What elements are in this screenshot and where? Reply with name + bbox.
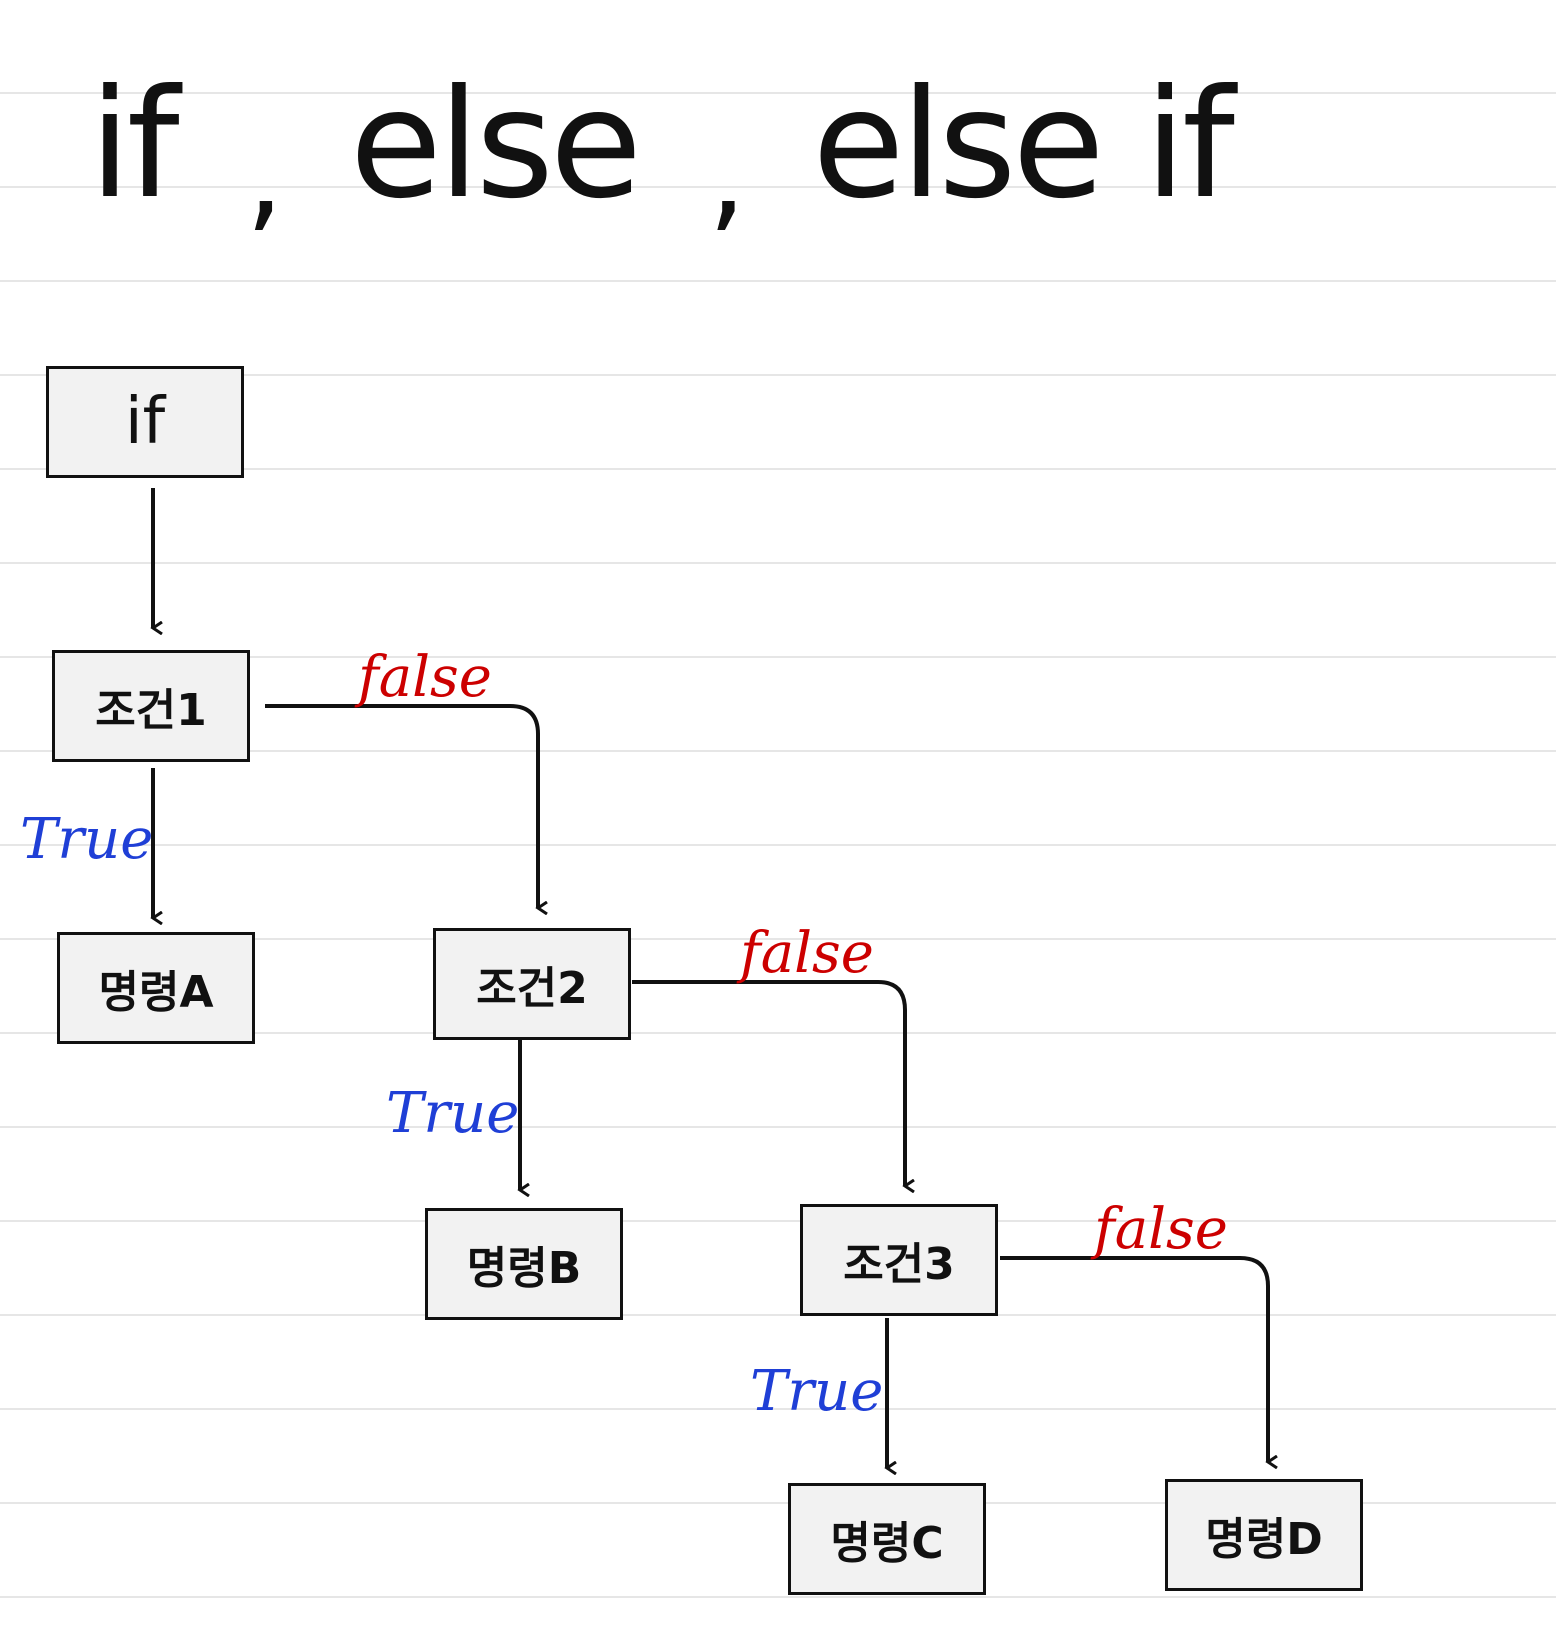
edge-label-false-3: false — [1090, 1197, 1228, 1262]
edge-cond1-false — [265, 704, 538, 908]
title-else-if: else if — [812, 58, 1235, 232]
edge-label-true-2: True — [386, 1081, 519, 1146]
edge-cond3-false — [1000, 1256, 1268, 1462]
node-condition-3: 조건3 — [800, 1204, 998, 1316]
node-if: if — [46, 366, 244, 478]
edge-label-true-3: True — [750, 1359, 883, 1424]
node-condition-1: 조건1 — [52, 650, 250, 762]
title-else: else — [349, 58, 642, 232]
node-command-a: 명령A — [57, 932, 255, 1044]
node-command-d: 명령D — [1165, 1479, 1363, 1591]
edge-cond2-false — [632, 980, 905, 1186]
node-condition-2: 조건2 — [433, 928, 631, 1040]
edge-label-true-1: True — [20, 807, 153, 872]
title-separator-2: , — [708, 105, 746, 245]
node-command-b: 명령B — [425, 1208, 623, 1320]
node-command-c: 명령C — [788, 1483, 986, 1595]
title-separator-1: , — [245, 105, 284, 245]
page-title: if , else , else if — [0, 30, 1320, 260]
title-if: if — [89, 58, 180, 232]
edge-label-false-1: false — [354, 645, 492, 710]
edge-label-false-2: false — [736, 921, 874, 986]
